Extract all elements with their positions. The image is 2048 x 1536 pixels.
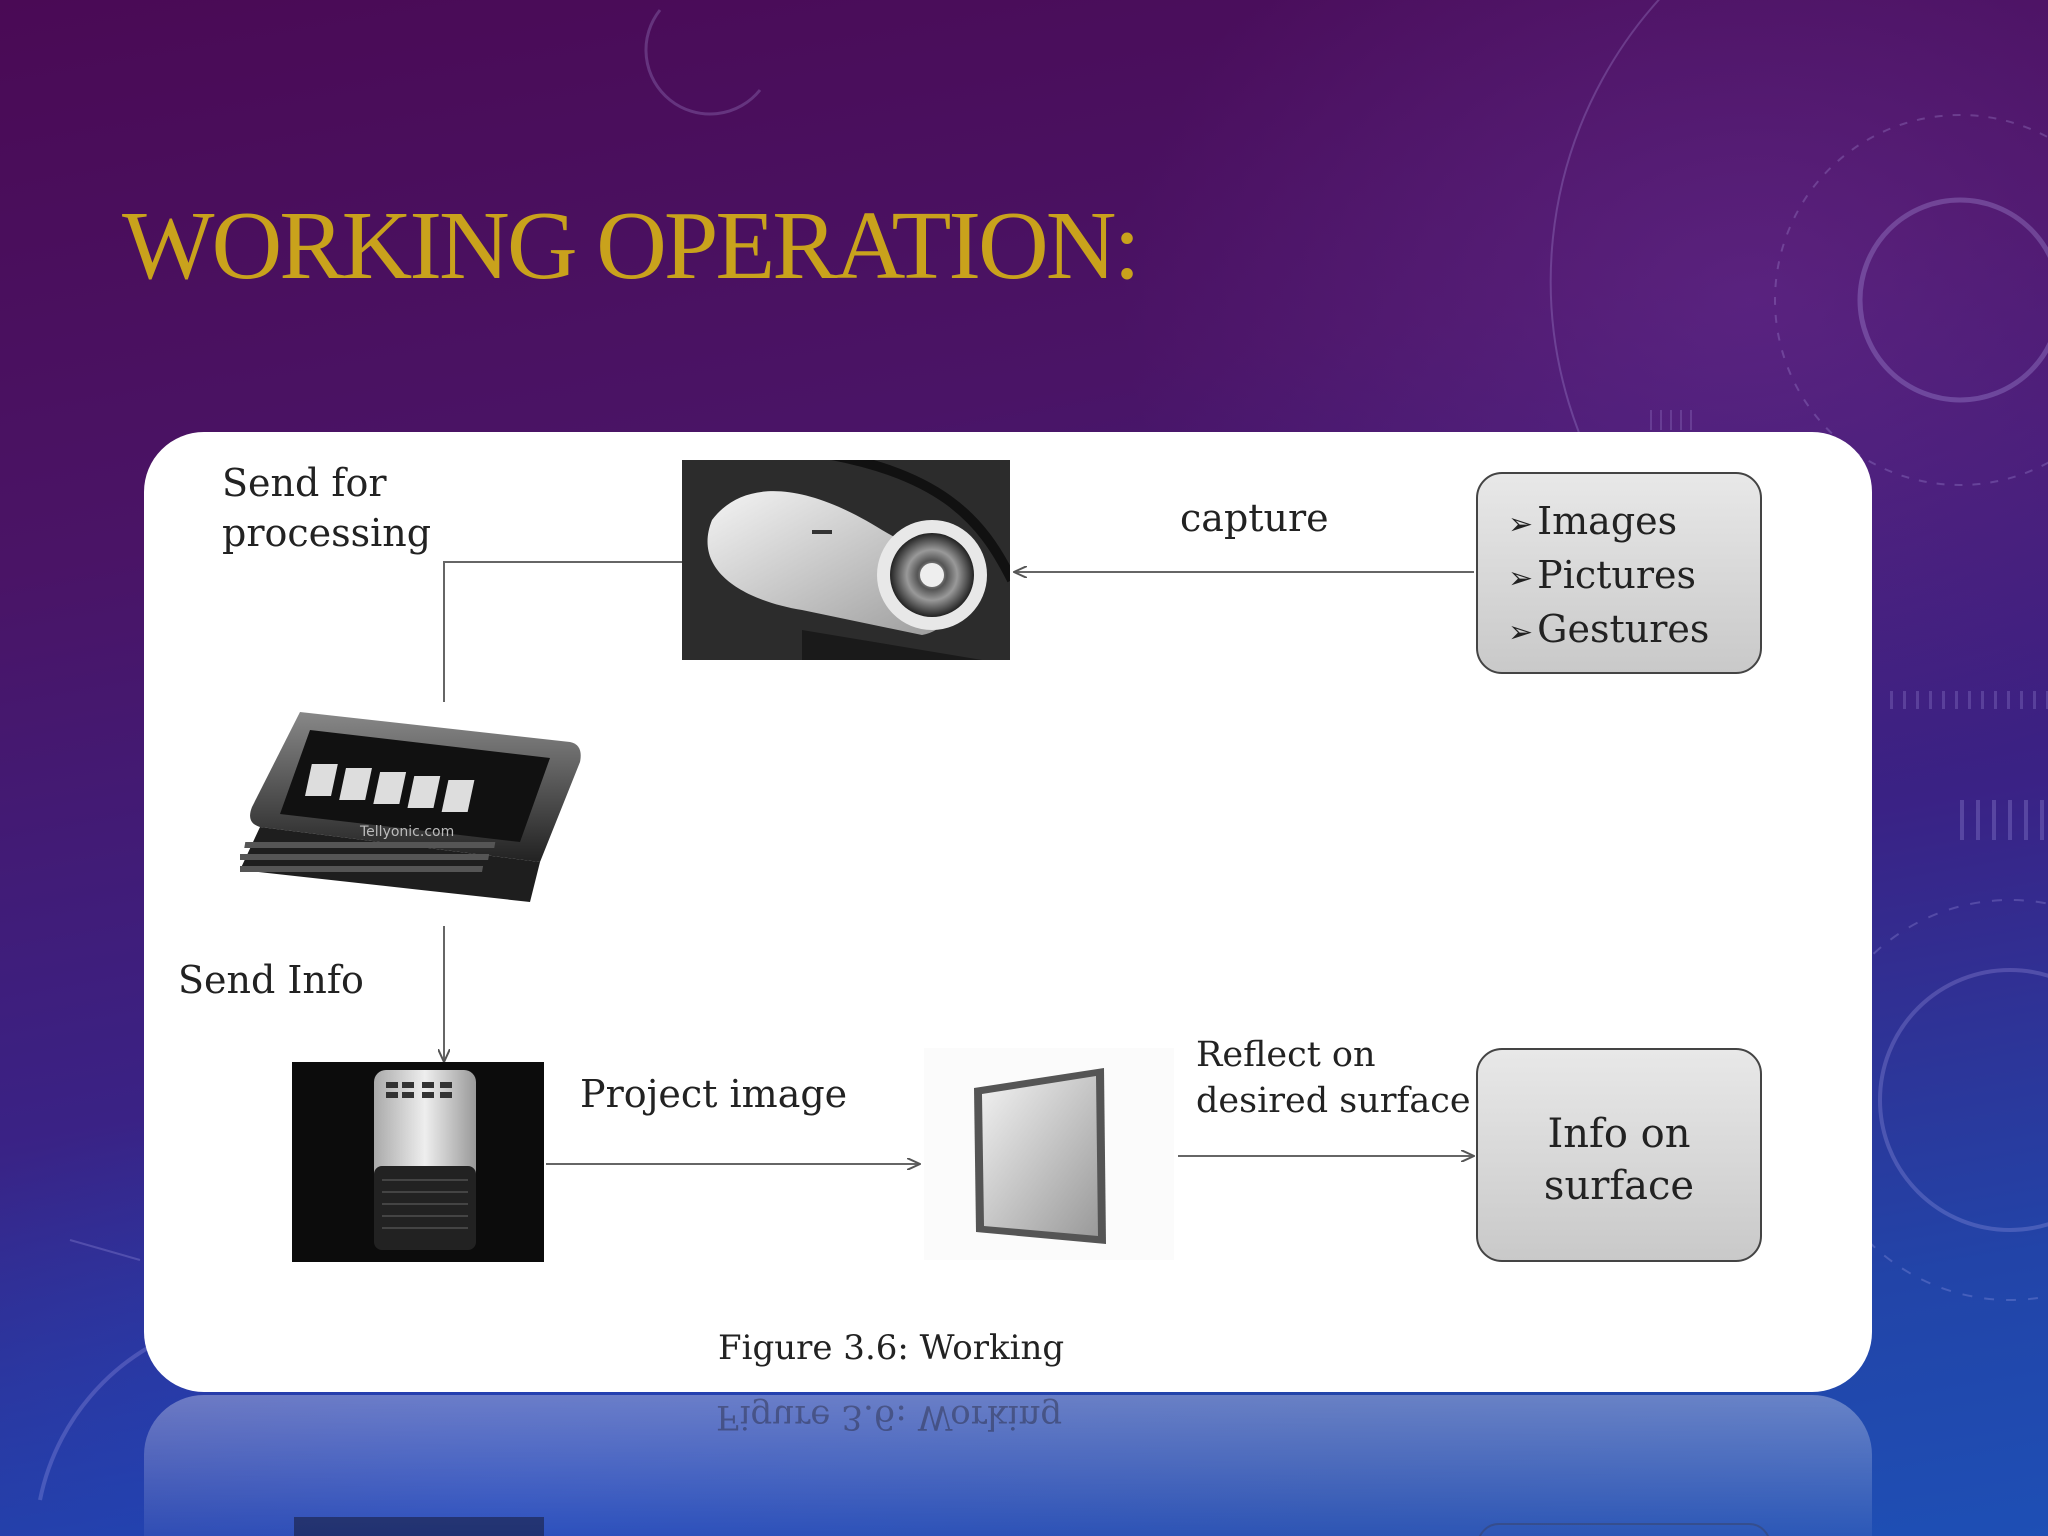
arrow-bullet-icon: ➢	[1508, 615, 1534, 650]
arrow-send-processing	[444, 561, 682, 722]
list-item: ➢Pictures	[1508, 553, 1697, 597]
mirror-image	[924, 1048, 1174, 1260]
arrow-bullet-icon: ➢	[1508, 507, 1534, 542]
label-reflect-on-surface: Reflect on desired surface	[1196, 1032, 1471, 1124]
reflected-info-box	[1477, 1523, 1771, 1536]
label-send-for-line: Send for	[222, 461, 387, 505]
card-reflection: Figure 3.6: Working	[144, 1395, 1872, 1536]
figure-caption: Figure 3.6: Working	[718, 1328, 1065, 1368]
arrow-bullet-icon: ➢	[1508, 561, 1534, 596]
list-item: ➢Images	[1508, 499, 1678, 543]
label-processing-line: processing	[222, 511, 432, 555]
diagram-card: Send for processing capture Send Info Pr…	[144, 432, 1872, 1392]
deco-circle-right	[1857, 197, 2048, 403]
label-send-info: Send Info	[178, 958, 364, 1002]
mobile-phone-image: Tellyonic.com	[240, 702, 584, 910]
slide-title: WORKING OPERATION:	[122, 192, 1141, 300]
deco-arc-top	[644, 9, 762, 116]
reflected-caption: Figure 3.6: Working	[716, 1397, 1063, 1437]
label-project-image: Project image	[580, 1072, 848, 1116]
camera-image	[682, 460, 1010, 660]
label-send-for-processing: Send for processing	[222, 458, 431, 558]
input-types-box: ➢Images ➢Pictures ➢Gestures	[1476, 472, 1762, 674]
input-types-list: ➢Images ➢Pictures ➢Gestures	[1478, 474, 1760, 658]
label-reflect-line2: desired surface	[1196, 1081, 1471, 1121]
info-on-surface-text: Info on surface	[1543, 1111, 1695, 1209]
label-reflect-line1: Reflect on	[1196, 1035, 1376, 1075]
info-on-surface-box: Info on surface	[1476, 1048, 1762, 1262]
label-capture: capture	[1180, 496, 1329, 540]
list-item: ➢Gestures	[1508, 607, 1710, 651]
projector-image	[292, 1062, 544, 1262]
deco-circle-lower-right	[1878, 968, 2048, 1232]
phone-watermark: Tellyonic.com	[359, 824, 454, 840]
reflected-projector	[294, 1517, 544, 1536]
deco-dashed-ring	[1774, 114, 2048, 486]
